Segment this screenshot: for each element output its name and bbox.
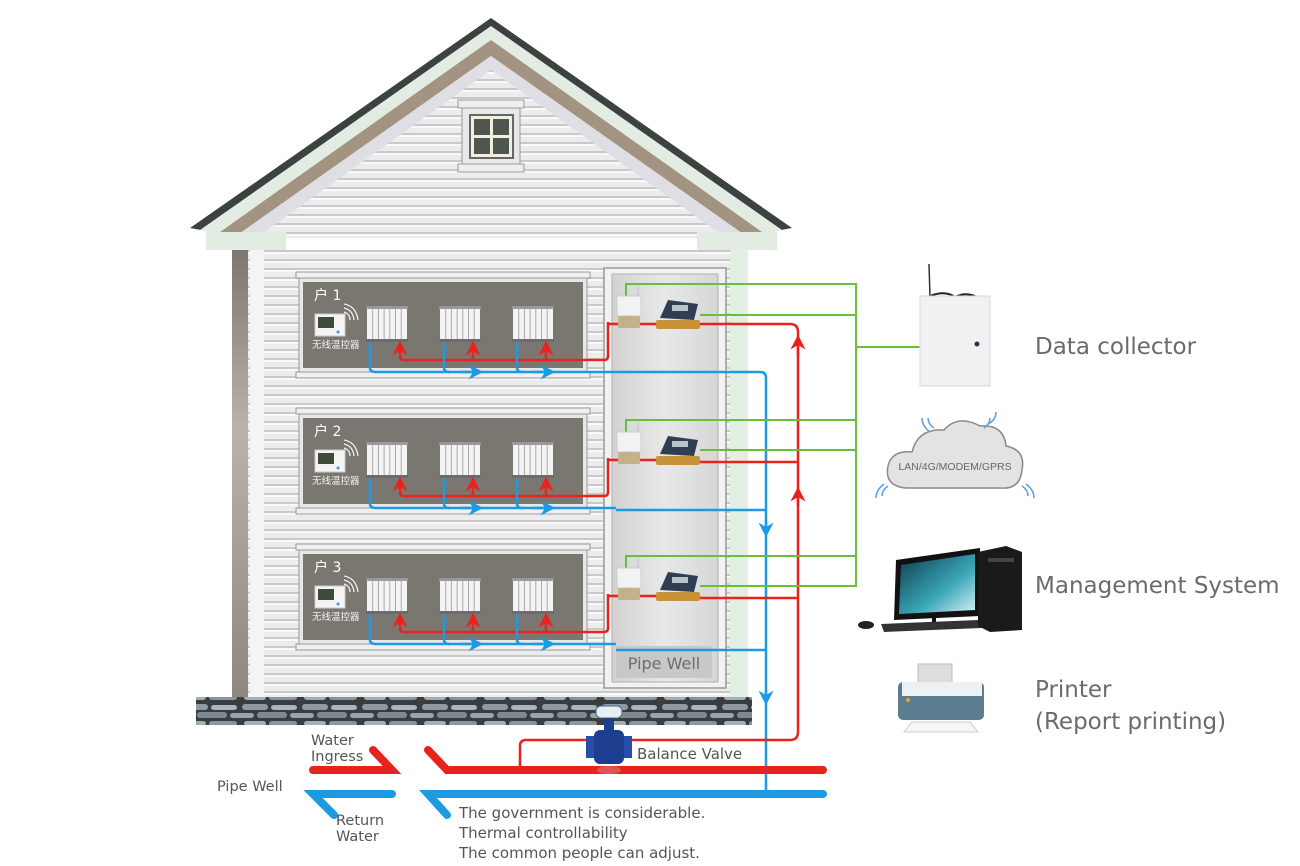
printer-label-1: Printer <box>1035 677 1112 703</box>
main-return-pipe <box>303 790 827 819</box>
note-line-2: Thermal controllability <box>458 824 628 842</box>
radiator-icon <box>439 306 481 342</box>
data-collector-icon <box>919 263 991 387</box>
balance-valve-icon <box>586 705 632 774</box>
floor-pipes <box>368 594 616 652</box>
printer-icon <box>898 663 984 733</box>
meter-station-2 <box>608 422 700 465</box>
water-ingress-label-2: Ingress <box>311 749 363 765</box>
window-header <box>295 543 591 551</box>
heat-meter-icon <box>656 436 700 465</box>
radiator-icon <box>512 442 554 478</box>
wireless-thermostat-icon <box>314 449 346 473</box>
wireless-thermostat-icon <box>314 585 346 609</box>
pipe-well-outer-label: Pipe Well <box>217 779 283 795</box>
thermostat-label: 无线温控器 <box>312 611 360 623</box>
note-line-1: The government is considerable. <box>458 804 705 822</box>
radiator-icon <box>439 578 481 614</box>
heat-meter-icon <box>656 300 700 329</box>
radiator-icon <box>366 442 408 478</box>
printer-label-2: (Report printing) <box>1035 709 1226 735</box>
management-system-label: Management System <box>1035 573 1280 599</box>
radiator-icon <box>512 306 554 342</box>
wireless-signal-icon <box>875 411 1035 499</box>
wireless-signal-icon <box>343 439 359 457</box>
riser-pipes <box>518 322 806 792</box>
meter-station-3 <box>608 558 700 601</box>
window-header <box>295 407 591 415</box>
heat-meter-icon <box>656 572 700 601</box>
data-collector-label: Data collector <box>1035 334 1197 360</box>
stone-foundation <box>196 697 752 725</box>
radiator-icon <box>439 442 481 478</box>
pipe-well-column: Pipe Well <box>603 267 727 689</box>
wireless-signal-icon <box>343 575 359 593</box>
return-water-label-1: Return <box>336 813 384 829</box>
signal-wiring <box>625 283 920 587</box>
wireless-signal-icon <box>343 303 359 321</box>
unit-label: 户 1 <box>314 287 341 304</box>
thermostat-label: 无线温控器 <box>312 339 360 351</box>
pipe-well-inner-label: Pipe Well <box>628 654 700 673</box>
control-valve-icon <box>616 422 642 464</box>
water-ingress-label-1: Water <box>311 733 354 749</box>
network-label: LAN/4G/MODEM/GPRS <box>898 461 1011 473</box>
radiator-icon <box>366 306 408 342</box>
main-supply-pipe <box>309 746 827 774</box>
radiator-icon <box>366 578 408 614</box>
return-water-label-2: Water <box>336 829 379 845</box>
control-valve-icon <box>616 286 642 328</box>
unit-label: 户 3 <box>314 559 341 576</box>
floor-unit-1: 户 1 无线温控器 <box>295 271 616 380</box>
attic-window <box>457 99 525 173</box>
window-header <box>295 271 591 279</box>
floor-unit-3: 户 3 无线温控器 <box>295 543 616 652</box>
computer-icon <box>858 546 1022 632</box>
network-cloud-icon: LAN/4G/MODEM/GPRS <box>875 411 1035 499</box>
floor-pipes <box>368 458 616 516</box>
wireless-thermostat-icon <box>314 313 346 337</box>
note-line-3: The common people can adjust. <box>458 844 700 862</box>
meter-station-1 <box>608 286 700 329</box>
floor-pipes <box>368 322 616 380</box>
thermostat-label: 无线温控器 <box>312 475 360 487</box>
control-valve-icon <box>616 558 642 600</box>
unit-label: 户 2 <box>314 423 341 440</box>
radiator-icon <box>512 578 554 614</box>
balance-valve-label: Balance Valve <box>637 745 742 763</box>
floor-unit-2: 户 2 无线温控器 <box>295 407 616 516</box>
